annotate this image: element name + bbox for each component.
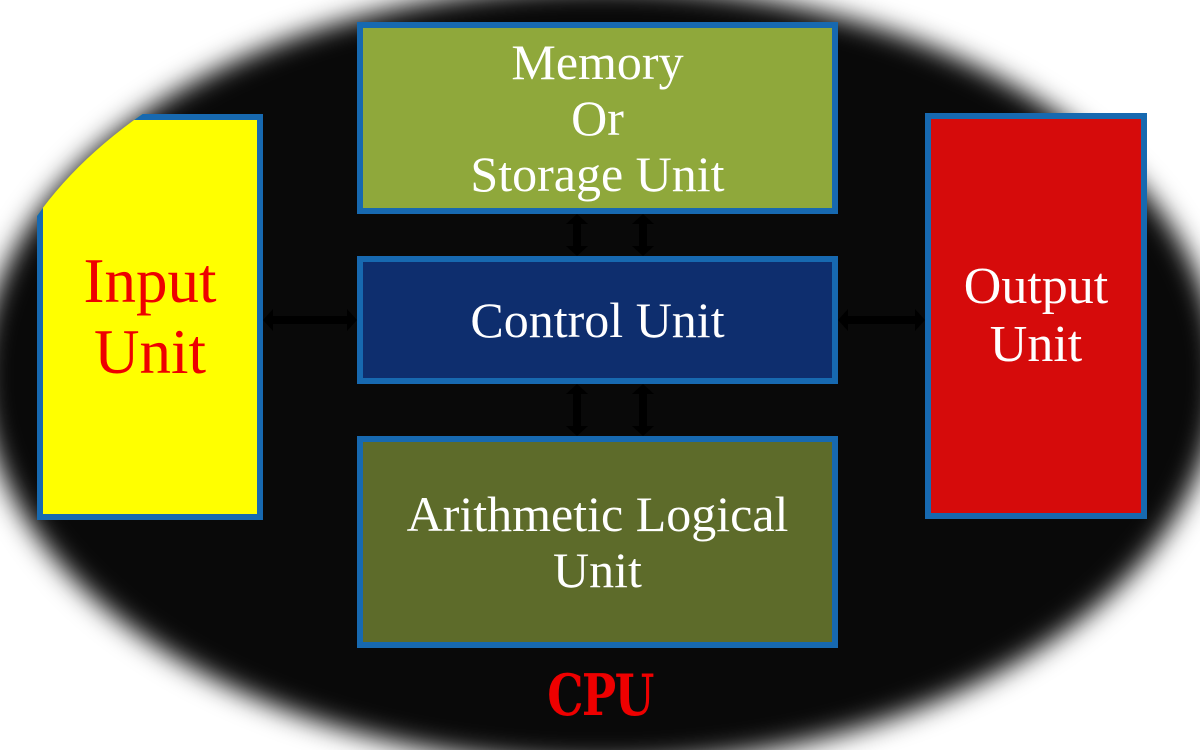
arithmetic-logical-unit-label: Arithmetic Logical Unit: [406, 486, 789, 598]
arrowhead-down-icon: [632, 426, 654, 436]
arrowhead-right-icon: [915, 309, 925, 331]
arrow-shaft: [573, 393, 581, 427]
input-unit-label: Input Unit: [83, 246, 217, 387]
arrowhead-left-icon: [838, 309, 848, 331]
arrow-shaft: [639, 223, 647, 247]
arrow-shaft: [272, 316, 348, 324]
arrow-control-to-alu-left: [566, 384, 588, 436]
arrowhead-up-icon: [566, 384, 588, 394]
memory-storage-unit-box[interactable]: Memory Or Storage Unit: [357, 22, 838, 214]
arrow-input-to-control: [263, 309, 357, 331]
arrowhead-left-icon: [263, 309, 273, 331]
arrowhead-down-icon: [566, 246, 588, 256]
cpu-caption: CPU: [547, 662, 654, 729]
arithmetic-logical-unit-box[interactable]: Arithmetic Logical Unit: [357, 436, 838, 648]
arrow-memory-to-control-right: [632, 214, 654, 256]
control-unit-box[interactable]: Control Unit: [357, 256, 838, 384]
memory-storage-unit-label: Memory Or Storage Unit: [470, 34, 725, 202]
arrowhead-down-icon: [566, 426, 588, 436]
arrowhead-up-icon: [632, 384, 654, 394]
arrow-shaft: [573, 223, 581, 247]
arrowhead-down-icon: [632, 246, 654, 256]
arrow-control-to-output: [838, 309, 925, 331]
arrowhead-right-icon: [347, 309, 357, 331]
arrowhead-up-icon: [632, 214, 654, 224]
arrow-shaft: [639, 393, 647, 427]
arrow-memory-to-control-left: [566, 214, 588, 256]
arrow-control-to-alu-right: [632, 384, 654, 436]
output-unit-label: Output Unit: [963, 257, 1109, 373]
control-unit-label: Control Unit: [470, 292, 725, 348]
arrow-shaft: [847, 316, 916, 324]
arrowhead-up-icon: [566, 214, 588, 224]
input-unit-box[interactable]: Input Unit: [37, 114, 263, 520]
output-unit-box[interactable]: Output Unit: [925, 113, 1147, 519]
